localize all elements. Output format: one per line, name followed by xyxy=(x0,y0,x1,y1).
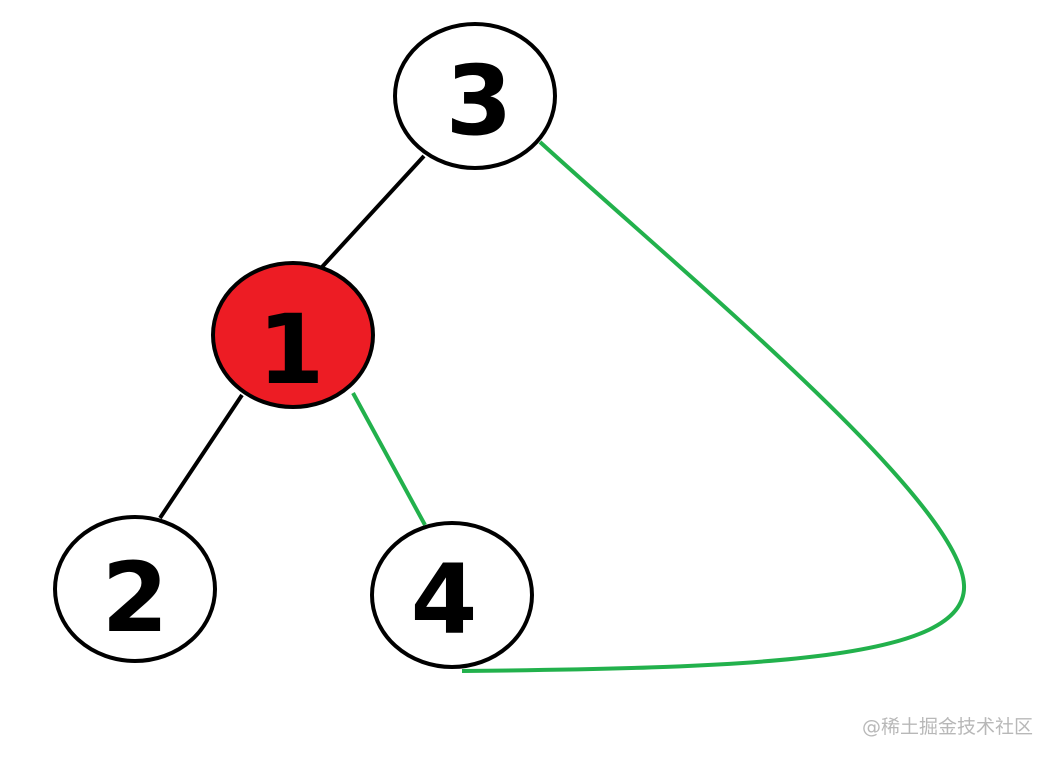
edge-3-1 xyxy=(320,154,426,269)
node-circle xyxy=(53,515,217,663)
node-label: 4 xyxy=(411,544,478,656)
node-2: 2 xyxy=(53,515,217,663)
node-3: 3 xyxy=(393,22,557,170)
node-circle xyxy=(211,261,375,409)
node-circle xyxy=(370,521,534,669)
node-4: 4 xyxy=(370,521,534,669)
edge-1-4 xyxy=(351,392,427,526)
node-1: 1 xyxy=(211,261,375,409)
edge-4-3 xyxy=(461,140,967,673)
watermark: @稀土掘金技术社区 xyxy=(861,716,1033,738)
node-label: 2 xyxy=(102,542,169,654)
edge-1-2 xyxy=(158,393,244,520)
node-circle xyxy=(393,22,557,170)
node-label: 3 xyxy=(446,45,513,157)
node-label: 1 xyxy=(258,294,325,406)
